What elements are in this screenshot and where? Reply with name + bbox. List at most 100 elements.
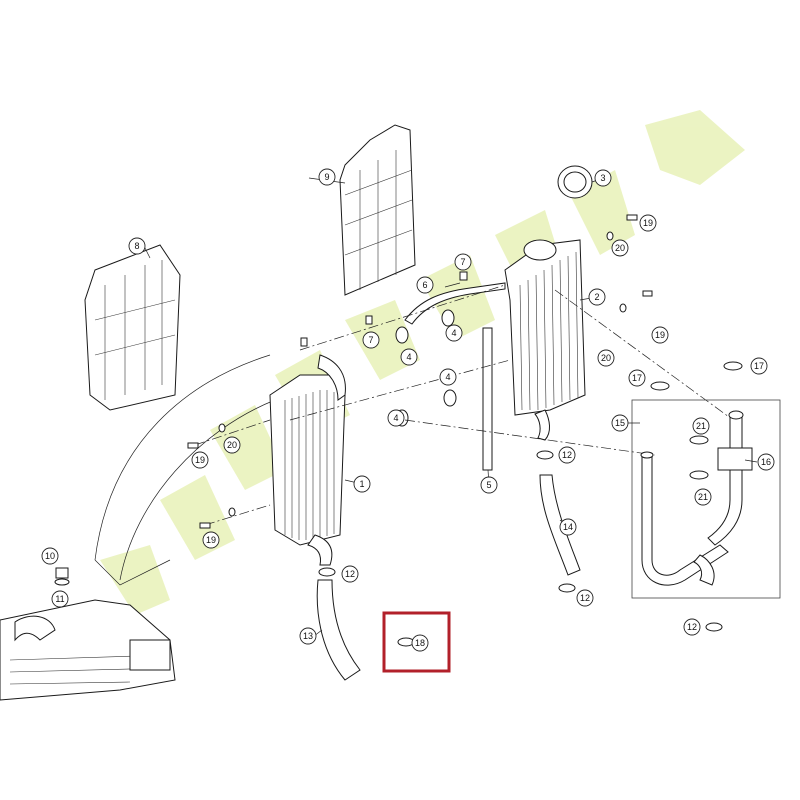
callout-12: 12: [683, 618, 701, 636]
callout-12: 12: [558, 446, 576, 464]
radiator-guard-right: [339, 124, 416, 296]
callout-number: 16: [761, 457, 771, 467]
lower-hose-left: [316, 579, 361, 681]
callout-12: 12: [576, 589, 594, 607]
callout-number: 3: [600, 173, 605, 183]
callout-number: 9: [324, 172, 329, 182]
callout-circle: [558, 446, 576, 464]
bolts-washers: [54, 214, 653, 586]
callout-17: 17: [628, 369, 646, 387]
callout-number: 6: [422, 280, 427, 290]
callout-circle: [299, 627, 317, 645]
callout-11: 11: [51, 590, 69, 608]
engine-block-fragment: [0, 599, 176, 701]
callout-1: 1: [353, 475, 371, 493]
radiator-cap: [557, 165, 593, 199]
callout-circle: [611, 414, 629, 432]
callout-17: 17: [750, 357, 768, 375]
callout-number: 4: [451, 328, 456, 338]
callout-12: 12: [341, 565, 359, 583]
callout-13: 13: [299, 627, 317, 645]
callout-number: 4: [393, 413, 398, 423]
callout-number: 17: [754, 361, 764, 371]
callout-2: 2: [588, 288, 606, 306]
callout-4: 4: [439, 368, 457, 386]
callouts: 1234444567789101112121212131415161717181…: [41, 168, 775, 652]
callout-circle: [597, 349, 615, 367]
callout-circle: [439, 368, 457, 386]
callout-circle: [223, 436, 241, 454]
callout-circle: [750, 357, 768, 375]
callout-20: 20: [223, 436, 241, 454]
callout-circle: [651, 326, 669, 344]
radiator-guard-left: [84, 244, 181, 411]
breather-tube: [482, 327, 493, 471]
callout-15: 15: [611, 414, 629, 432]
callout-number: 20: [615, 243, 625, 253]
callout-circle: [692, 417, 710, 435]
callout-number: 12: [345, 569, 355, 579]
callout-number: 8: [134, 241, 139, 251]
callout-circle: [416, 276, 434, 294]
callout-circle: [411, 634, 429, 652]
callout-number: 18: [415, 638, 425, 648]
callout-number: 13: [303, 631, 313, 641]
callout-19: 19: [651, 326, 669, 344]
callout-21: 21: [694, 488, 712, 506]
callout-number: 12: [580, 593, 590, 603]
callout-6: 6: [416, 276, 434, 294]
callout-circle: [341, 565, 359, 583]
callout-circle: [387, 409, 405, 427]
callout-10: 10: [41, 547, 59, 565]
radiator-left: [269, 354, 346, 566]
hose-clamps: [318, 361, 743, 647]
callout-circle: [576, 589, 594, 607]
leader-lines: [143, 177, 758, 637]
callout-circle: [454, 253, 472, 271]
callout-number: 12: [562, 450, 572, 460]
callout-number: 1: [359, 479, 364, 489]
callout-circle: [191, 451, 209, 469]
callout-number: 4: [406, 352, 411, 362]
callout-number: 19: [206, 535, 216, 545]
callout-14: 14: [559, 518, 577, 536]
callout-18: 18: [411, 634, 429, 652]
callout-circle: [41, 547, 59, 565]
callout-circle: [202, 531, 220, 549]
callout-number: 5: [486, 480, 491, 490]
callout-circle: [128, 237, 146, 255]
callout-circle: [694, 488, 712, 506]
callout-9: 9: [318, 168, 336, 186]
callout-number: 10: [45, 551, 55, 561]
callout-19: 19: [191, 451, 209, 469]
callout-number: 20: [601, 353, 611, 363]
callout-circle: [611, 239, 629, 257]
callout-number: 14: [563, 522, 573, 532]
callout-19: 19: [639, 214, 657, 232]
callout-16: 16: [757, 453, 775, 471]
callout-3: 3: [594, 169, 612, 187]
callout-20: 20: [611, 239, 629, 257]
callout-number: 19: [643, 218, 653, 228]
callout-circle: [628, 369, 646, 387]
callout-21: 21: [692, 417, 710, 435]
callout-19: 19: [202, 531, 220, 549]
callout-5: 5: [480, 476, 498, 494]
callout-number: 2: [594, 292, 599, 302]
callout-number: 11: [55, 594, 64, 604]
callout-number: 4: [445, 372, 450, 382]
callout-number: 17: [632, 373, 642, 383]
callout-number: 15: [615, 418, 625, 428]
callout-number: 7: [368, 335, 373, 345]
callout-circle: [480, 476, 498, 494]
callout-circle: [51, 590, 69, 608]
callout-circle: [353, 475, 371, 493]
callout-4: 4: [400, 348, 418, 366]
callout-number: 7: [460, 257, 465, 267]
y-hose-assembly: [631, 399, 781, 599]
callout-circle: [588, 288, 606, 306]
highlight-box: [382, 611, 451, 673]
callout-circle: [683, 618, 701, 636]
callout-circle: [362, 331, 380, 349]
